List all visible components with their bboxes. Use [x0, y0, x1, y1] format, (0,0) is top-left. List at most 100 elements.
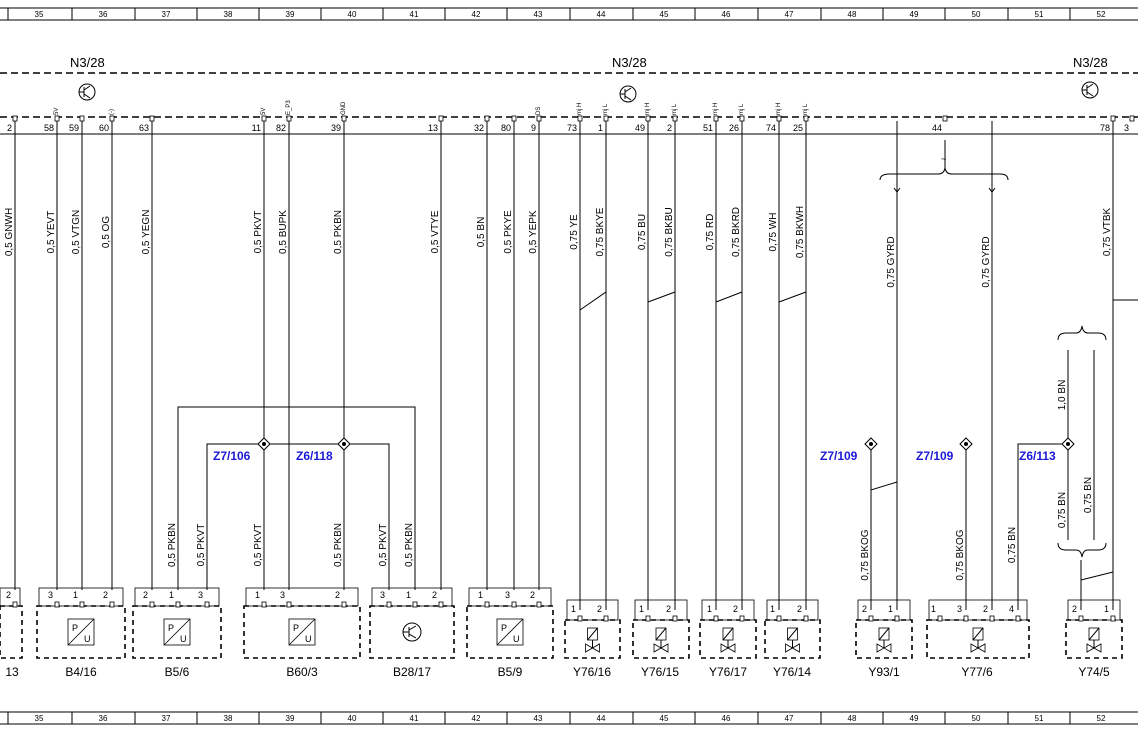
pin-terminal: [286, 115, 292, 122]
pin-number: 78: [1100, 123, 1110, 133]
component-housing: [564, 619, 621, 659]
splice-connector: Z7/106: [213, 437, 271, 463]
pin-signal-label: 5V: [261, 108, 267, 115]
wire-label: 0,75 VTBK: [1102, 207, 1113, 256]
grid-number: 39: [286, 10, 295, 19]
pin-terminal: [1129, 115, 1135, 122]
pin-terminal: [386, 601, 392, 608]
pin-number: 2: [1072, 604, 1077, 614]
wire: [206, 443, 390, 590]
pin-terminal: [577, 615, 583, 622]
pin-number: 59: [69, 123, 79, 133]
pin-terminal: [868, 615, 874, 622]
grid-number: 47: [785, 10, 794, 19]
pin-terminal: [963, 615, 969, 622]
component-label: B5/6: [165, 665, 190, 679]
grid-number: 51: [1035, 10, 1044, 19]
grid-number: 43: [534, 10, 543, 19]
pin-terminal: [937, 615, 943, 622]
grid-number: 42: [472, 714, 481, 723]
pin-number: 2: [667, 123, 672, 133]
grid-number: 40: [348, 10, 357, 19]
wire-label: 0,5 PKVT: [253, 211, 264, 254]
pin-number: 2: [862, 604, 867, 614]
component-housing: [926, 619, 1030, 659]
grid-number: 49: [910, 10, 919, 19]
pin-number: 2: [6, 590, 11, 600]
component-label: Y77/6: [961, 665, 993, 679]
grid-number: 37: [162, 10, 171, 19]
pin-terminal: [645, 115, 651, 122]
wire-label: 0,75 BKOG: [860, 529, 871, 580]
component-housing: [855, 619, 913, 659]
grid-number: 46: [722, 714, 731, 723]
grid-number: 50: [972, 714, 981, 723]
pin-number: 74: [766, 123, 776, 133]
transistor-icon: [402, 622, 422, 642]
wire-label: 0,5 YEVT: [46, 211, 57, 254]
pin-number: 1: [571, 604, 576, 614]
pin-number: 49: [635, 123, 645, 133]
pin-number: 82: [276, 123, 286, 133]
sensor-u-label: U: [513, 634, 520, 644]
grid-number: 44: [597, 714, 606, 723]
pin-terminal: [1110, 615, 1116, 622]
pin-number: 44: [932, 123, 942, 133]
pin-terminal: [713, 115, 719, 122]
pin-number: 2: [797, 604, 802, 614]
pin-terminal: [12, 601, 18, 608]
component-housing: [466, 605, 554, 659]
pin-terminal: [739, 615, 745, 622]
grid-number: 41: [410, 714, 419, 723]
pin-terminal: [149, 601, 155, 608]
pin-terminal: [739, 115, 745, 122]
pin-terminal: [603, 115, 609, 122]
wire-label: 0,75 BKWH: [795, 206, 806, 258]
pin-number: 9: [531, 123, 536, 133]
transistor-icon: [619, 85, 637, 103]
pressure-sensor-icon: PU: [163, 618, 191, 646]
component-label: B28/17: [393, 665, 431, 679]
wire-label: 0,5 YEPK: [528, 210, 539, 254]
pressure-sensor-icon: PU: [496, 618, 524, 646]
pin-terminal: [79, 601, 85, 608]
pin-number: 2: [7, 123, 12, 133]
wire-label: 0,5 PKBN: [333, 523, 344, 567]
pin-number: 3: [505, 590, 510, 600]
shield-brace: [1057, 325, 1107, 341]
component-label: Y93/1: [868, 665, 900, 679]
pin-terminal: [511, 601, 517, 608]
wire-label: 0,75 BU: [637, 214, 648, 250]
pin-terminal: [603, 615, 609, 622]
pin-terminal: [341, 115, 347, 122]
twisted-pair-mark: [1080, 571, 1114, 581]
pin-number: 2: [530, 590, 535, 600]
grid-number: 48: [848, 10, 857, 19]
pin-terminal: [54, 601, 60, 608]
sensor-u-label: U: [180, 634, 187, 644]
grid-number: 52: [1097, 10, 1106, 19]
solenoid-valve-icon: [876, 627, 892, 653]
pin-terminal: [1015, 615, 1021, 622]
grid-number: 41: [410, 10, 419, 19]
wire-label: 0,5 VTGN: [71, 210, 82, 254]
pin-terminal: [672, 115, 678, 122]
wire: [1017, 443, 1068, 610]
pin-number: 3: [957, 604, 962, 614]
pin-number: 73: [567, 123, 577, 133]
pin-number: 58: [44, 123, 54, 133]
pin-terminal: [803, 115, 809, 122]
sensor-p-label: P: [72, 623, 78, 633]
pin-terminal: [1110, 115, 1116, 122]
pin-terminal: [149, 115, 155, 122]
wire-label: 0,5 PKBN: [167, 523, 178, 567]
pin-terminal: [438, 115, 444, 122]
grid-number: 38: [224, 10, 233, 19]
pin-number: 2: [666, 604, 671, 614]
